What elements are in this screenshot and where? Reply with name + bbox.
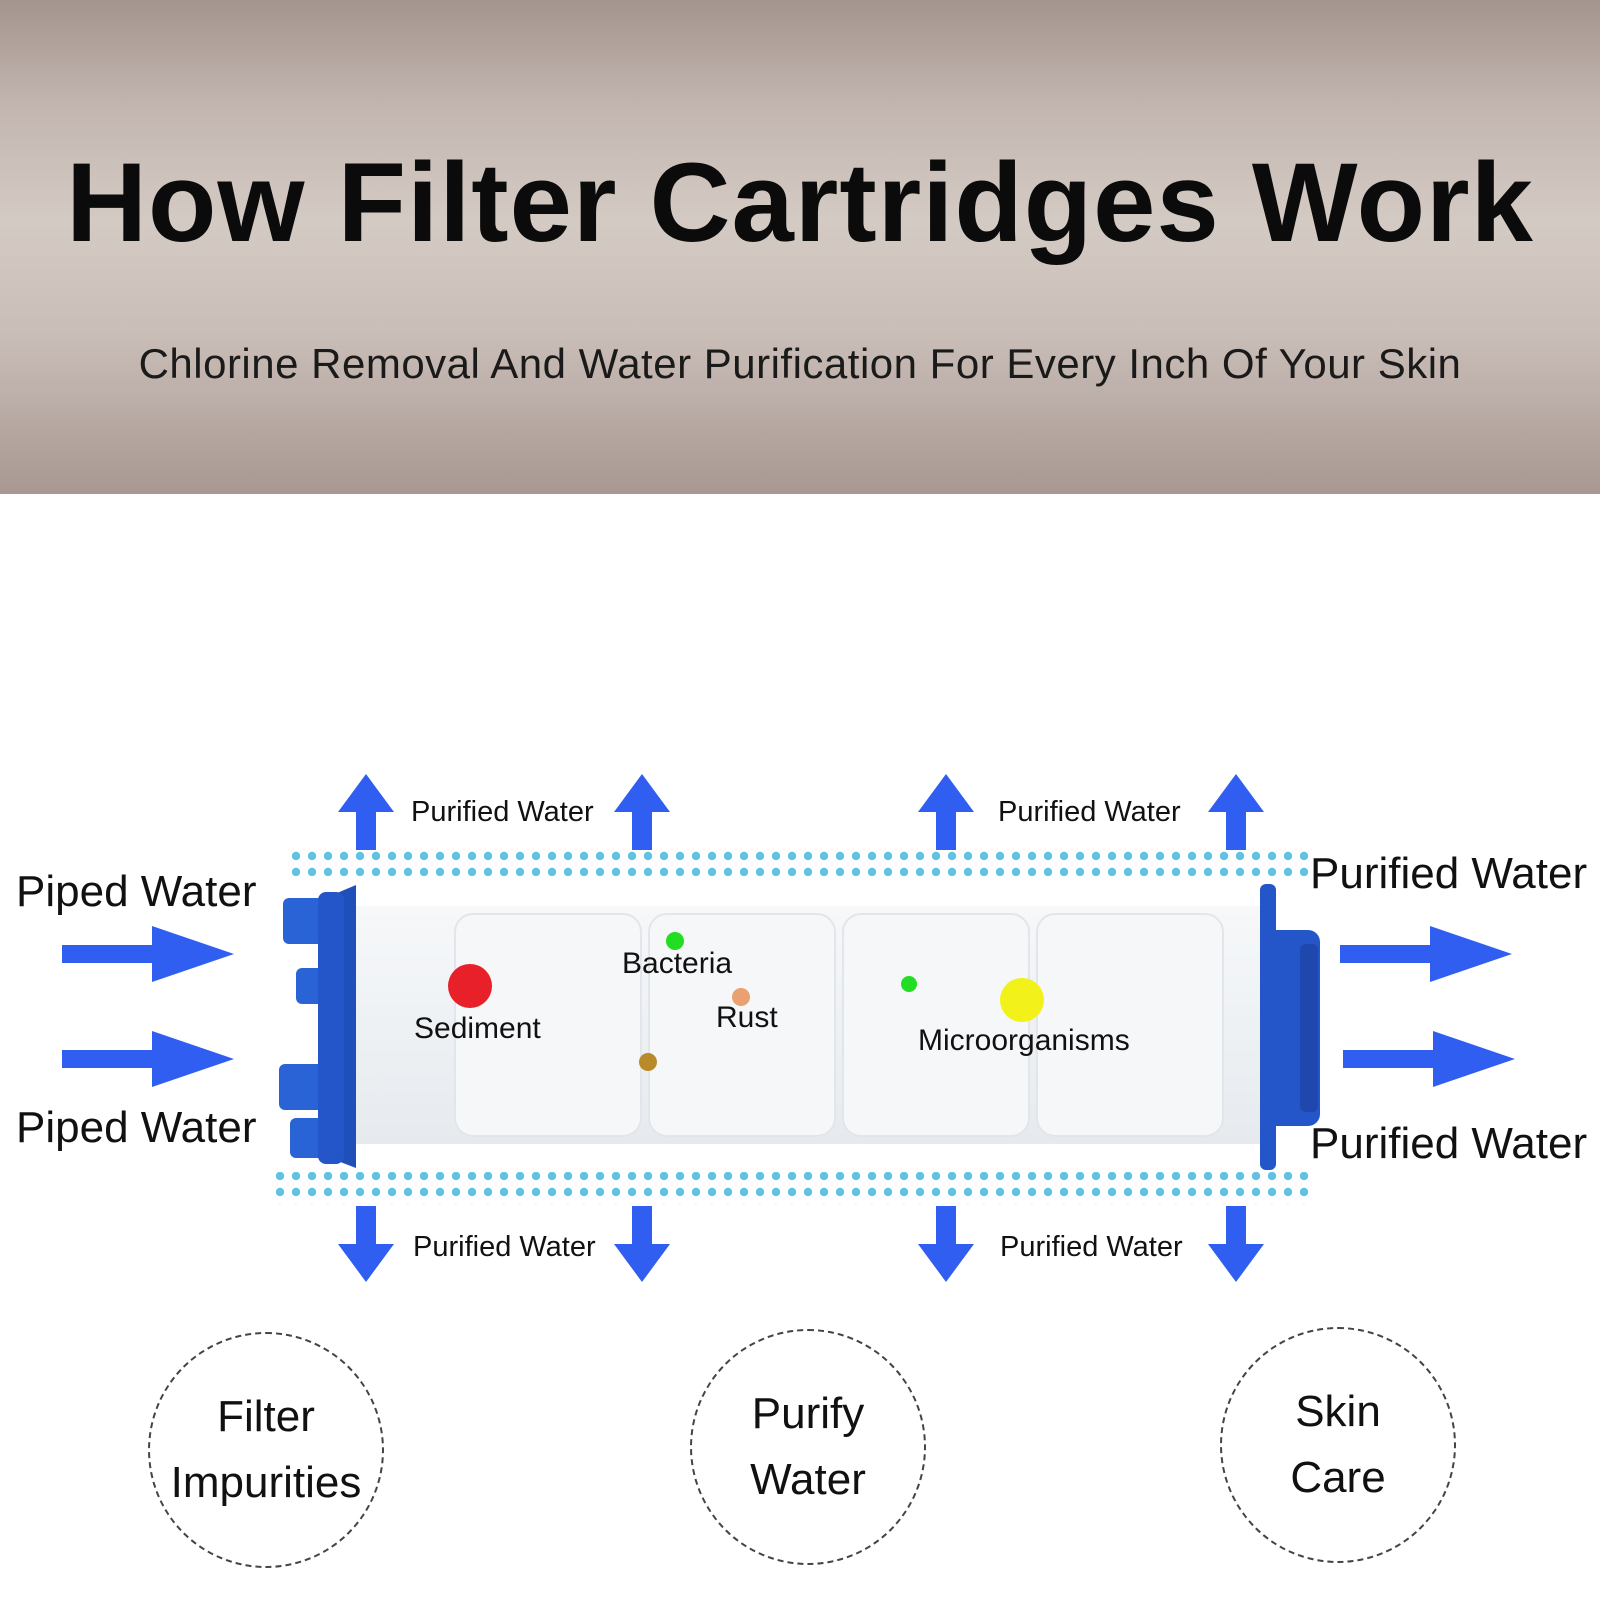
rust-label: Rust xyxy=(716,1001,778,1034)
down-arrow-icon xyxy=(918,1206,974,1282)
microorganisms-label: Microorganisms xyxy=(918,1024,1130,1057)
purified-up-right-label: Purified Water xyxy=(998,796,1181,828)
benefit-filter-line1: Filter xyxy=(217,1392,315,1441)
purified-down-right-label: Purified Water xyxy=(1000,1231,1183,1263)
microbe-particle-small xyxy=(901,976,917,992)
right-arrow-icon xyxy=(62,1031,234,1087)
down-arrow-icon xyxy=(1208,1206,1264,1282)
right-arrow-icon xyxy=(62,926,234,982)
right-end-cap xyxy=(1260,884,1320,1170)
right-arrow-icon xyxy=(1340,926,1512,982)
header-banner: How Filter Cartridges Work Chlorine Remo… xyxy=(0,0,1600,494)
benefit-purify-line1: Purify xyxy=(751,1389,865,1438)
filter-cartridge xyxy=(336,906,1276,1144)
purified-up-left-label: Purified Water xyxy=(411,796,594,828)
up-arrow-icon xyxy=(338,774,394,850)
inlet-label-bottom: Piped Water xyxy=(16,1103,256,1152)
sediment-label: Sediment xyxy=(414,1012,541,1045)
outlet-label-bottom: Purified Water xyxy=(1310,1119,1587,1168)
page-subtitle: Chlorine Removal And Water Purification … xyxy=(138,340,1462,387)
benefit-purify-water: Purify Water xyxy=(690,1329,926,1565)
down-arrow-icon xyxy=(338,1206,394,1282)
benefit-skin-care: Skin Care xyxy=(1220,1327,1456,1563)
benefit-skin-line2: Care xyxy=(1290,1453,1386,1502)
membrane-top xyxy=(290,844,1310,876)
benefit-filter-line2: Impurities xyxy=(170,1458,362,1507)
page-title: How Filter Cartridges Work xyxy=(66,140,1534,265)
down-arrow-icon xyxy=(614,1206,670,1282)
bacteria-label: Bacteria xyxy=(622,947,732,980)
sediment-particle xyxy=(448,964,492,1008)
outlet-label-top: Purified Water xyxy=(1310,849,1587,898)
bacteria-particle xyxy=(666,932,684,950)
purified-down-left-label: Purified Water xyxy=(413,1231,596,1263)
up-arrow-icon xyxy=(1208,774,1264,850)
inlet-label-top: Piped Water xyxy=(16,867,256,916)
benefit-purify-line2: Water xyxy=(750,1455,866,1504)
up-arrow-icon xyxy=(614,774,670,850)
brown-particle xyxy=(639,1053,657,1071)
up-arrow-icon xyxy=(918,774,974,850)
left-end-cap xyxy=(279,885,356,1168)
benefit-filter-impurities: Filter Impurities xyxy=(148,1332,384,1568)
rust-particle xyxy=(732,988,750,1006)
microorganisms-particle xyxy=(1000,978,1044,1022)
membrane-bottom xyxy=(274,1172,1314,1204)
benefit-skin-line1: Skin xyxy=(1295,1387,1381,1436)
right-arrow-icon xyxy=(1343,1031,1515,1087)
